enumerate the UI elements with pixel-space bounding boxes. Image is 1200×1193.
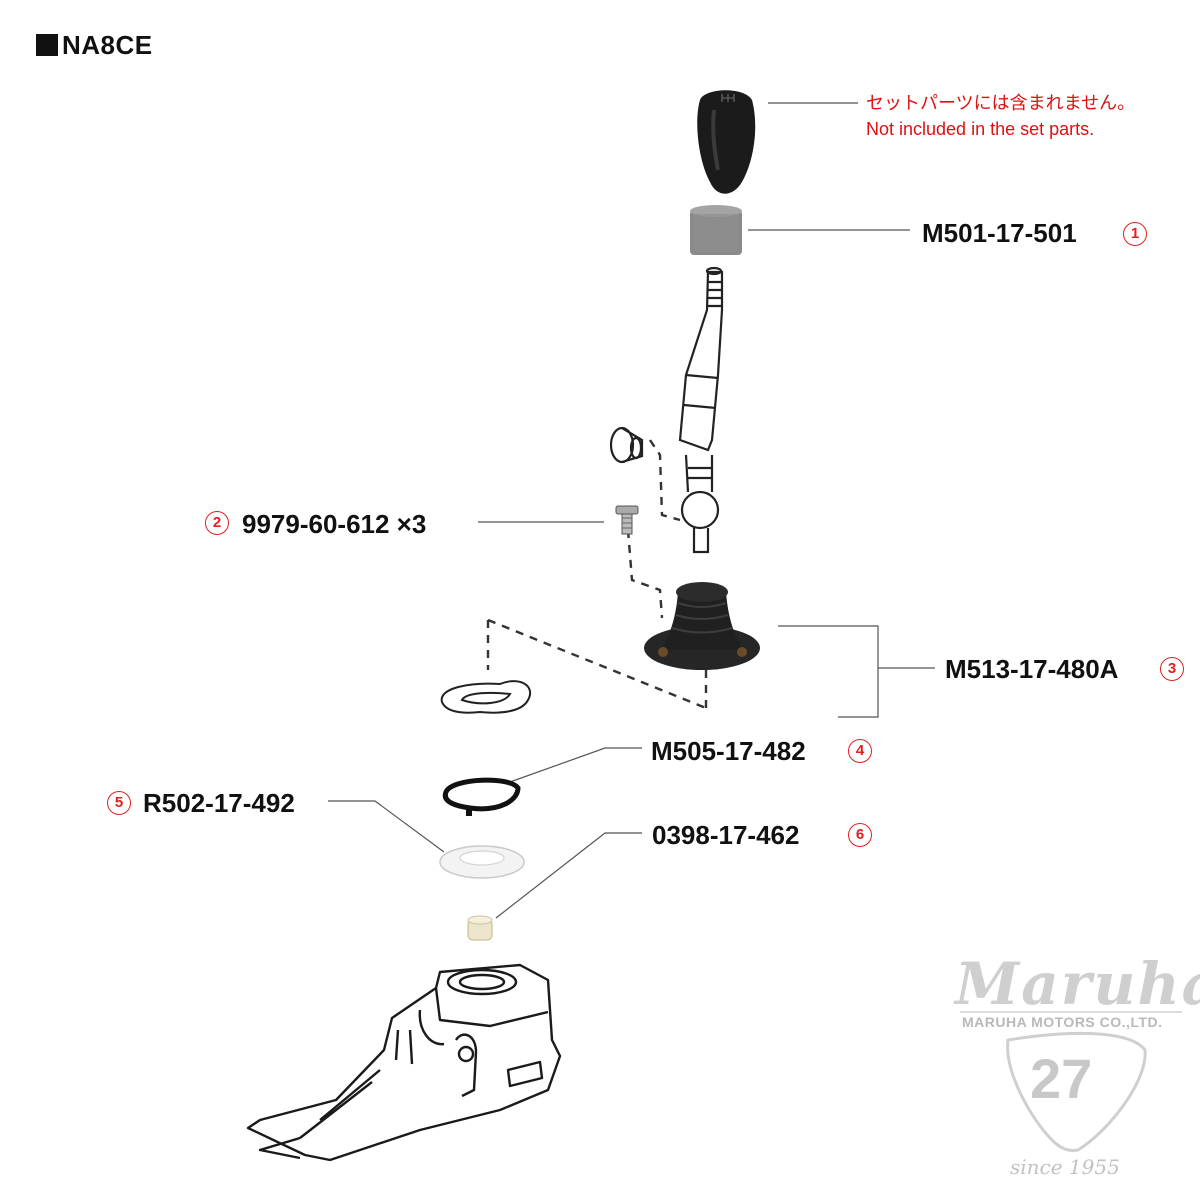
square-icon <box>36 34 58 56</box>
shift-boot-part-3 <box>644 582 760 670</box>
assembly-lines <box>486 439 708 712</box>
bolt-part-2 <box>615 505 639 535</box>
seal-ring-part-4 <box>442 777 521 816</box>
part-label-1: M501-17-501 <box>922 218 1077 248</box>
knob-note-en: Not included in the set parts. <box>866 119 1095 139</box>
part-label-6: 0398-17-462 <box>652 820 800 850</box>
maruha-logo: Maruha <box>955 950 1200 1018</box>
part-label-4: M505-17-482 <box>651 736 806 766</box>
bushing-part-6 <box>467 915 493 941</box>
shift-lever <box>678 266 724 554</box>
company-name: MARUHA MOTORS CO.,LTD. <box>962 1014 1163 1030</box>
lever-pin <box>609 426 644 464</box>
since-text: since 1955 <box>1010 1155 1120 1179</box>
washer-part-5 <box>439 845 525 879</box>
badge-number: 27 <box>1030 1047 1093 1110</box>
part-label-5: R502-17-492 <box>143 788 295 818</box>
leader-lines <box>328 102 935 919</box>
callout-4: 4 <box>848 739 872 763</box>
callout-6: 6 <box>848 823 872 847</box>
knob-note-ja: セットパーツには含まれません。 <box>866 93 1136 113</box>
page-title: NA8CE <box>36 30 153 61</box>
part-label-3: M513-17-480A <box>945 654 1119 684</box>
callout-3: 3 <box>1160 657 1184 681</box>
callout-5: 5 <box>107 791 131 815</box>
callout-1: 1 <box>1123 222 1147 246</box>
shift-sleeve-part-1 <box>690 205 742 255</box>
part-label-2: 9979-60-612 ×3 <box>242 509 427 539</box>
shift-housing <box>246 963 562 1162</box>
shift-knob <box>697 90 756 194</box>
callout-2: 2 <box>205 511 229 535</box>
gasket <box>440 680 531 714</box>
maruha-badge-icon <box>960 1011 1182 1152</box>
